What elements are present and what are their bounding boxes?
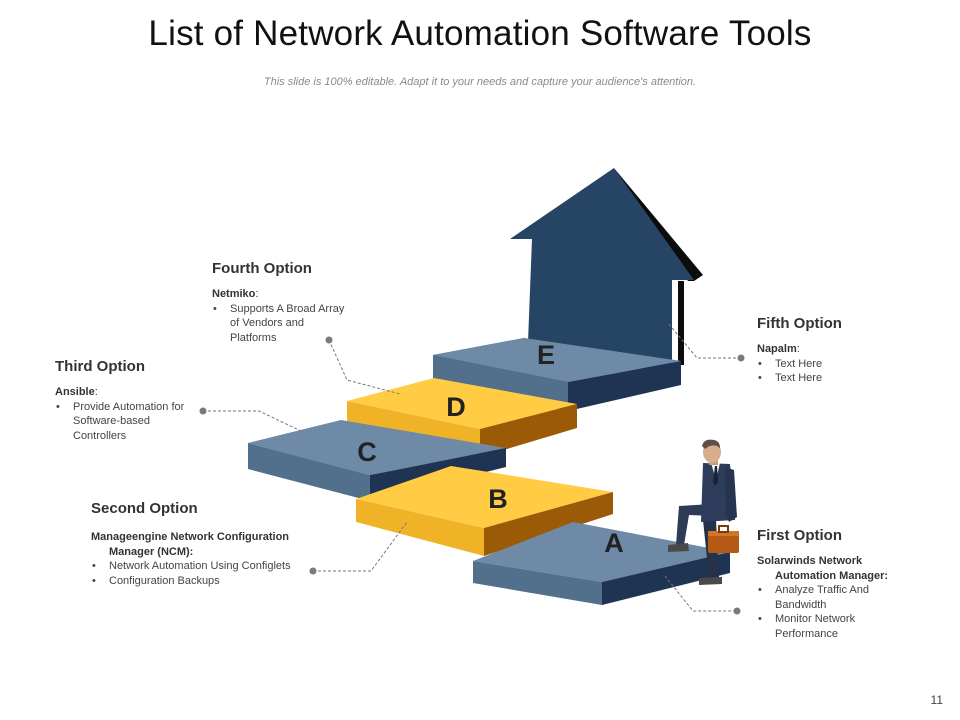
option-second-subheading-line2: Manager (NCM):	[109, 545, 194, 558]
option-third-bullet: Provide Automation for Software-based Co…	[55, 400, 185, 444]
option-first-subheading-line2: Automation Manager:	[775, 569, 889, 582]
option-fifth-heading: Fifth Option	[757, 315, 842, 332]
step-letter-e: E	[537, 340, 555, 370]
option-fourth-heading: Fourth Option	[212, 260, 312, 277]
option-second-heading: Second Option	[91, 500, 198, 517]
option-second-bullet-1: Network Automation Using Configlets	[91, 559, 331, 574]
option-fourth-bullet: Supports A Broad Array of Vendors and Pl…	[212, 302, 350, 346]
option-fifth-bullet-2: Text Here	[757, 371, 907, 386]
businessman-figure	[668, 439, 739, 585]
option-third-heading: Third Option	[55, 358, 145, 375]
connector-fourth	[328, 339, 401, 395]
option-fourth-subheading: Netmiko	[212, 288, 256, 300]
option-first-heading: First Option	[757, 527, 842, 544]
option-third: Third Option Ansible: Provide Automation…	[55, 358, 195, 443]
step-letter-b: B	[488, 484, 508, 514]
option-first: First Option Solarwinds Network Automati…	[757, 527, 927, 641]
option-fifth-subheading: Napalm	[757, 343, 797, 355]
step-b	[356, 466, 613, 556]
option-second: Second Option Manageengine Network Confi…	[91, 500, 331, 588]
connector-lines	[203, 322, 741, 612]
slide-subtitle: This slide is 100% editable. Adapt it to…	[263, 76, 697, 88]
option-second-bullet-2: Configuration Backups	[91, 574, 331, 589]
option-fourth: Fourth Option Netmiko: Supports A Broad …	[212, 260, 362, 345]
connector-third	[203, 410, 304, 433]
step-letter-a: A	[604, 528, 624, 558]
option-first-bullet-1: Analyze Traffic And Bandwidth	[757, 583, 887, 612]
step-a	[473, 522, 730, 605]
option-second-subheading-line1: Manageengine Network Configuration	[91, 531, 290, 543]
connector-second	[313, 521, 408, 572]
option-first-bullet-2: Monitor Network Performance	[757, 612, 887, 641]
step-letter-c: C	[357, 437, 377, 467]
option-first-subheading-line1: Solarwinds Network	[757, 555, 863, 567]
step-letter-d: D	[446, 392, 466, 422]
arrow-up-graphic	[510, 168, 703, 368]
option-fifth: Fifth Option Napalm: Text Here Text Here	[757, 315, 907, 386]
option-fifth-bullet-1: Text Here	[757, 357, 907, 372]
page-number: 11	[930, 693, 943, 707]
slide-title: List of Network Automation Software Tool…	[148, 14, 812, 53]
option-third-subheading: Ansible	[55, 386, 95, 398]
